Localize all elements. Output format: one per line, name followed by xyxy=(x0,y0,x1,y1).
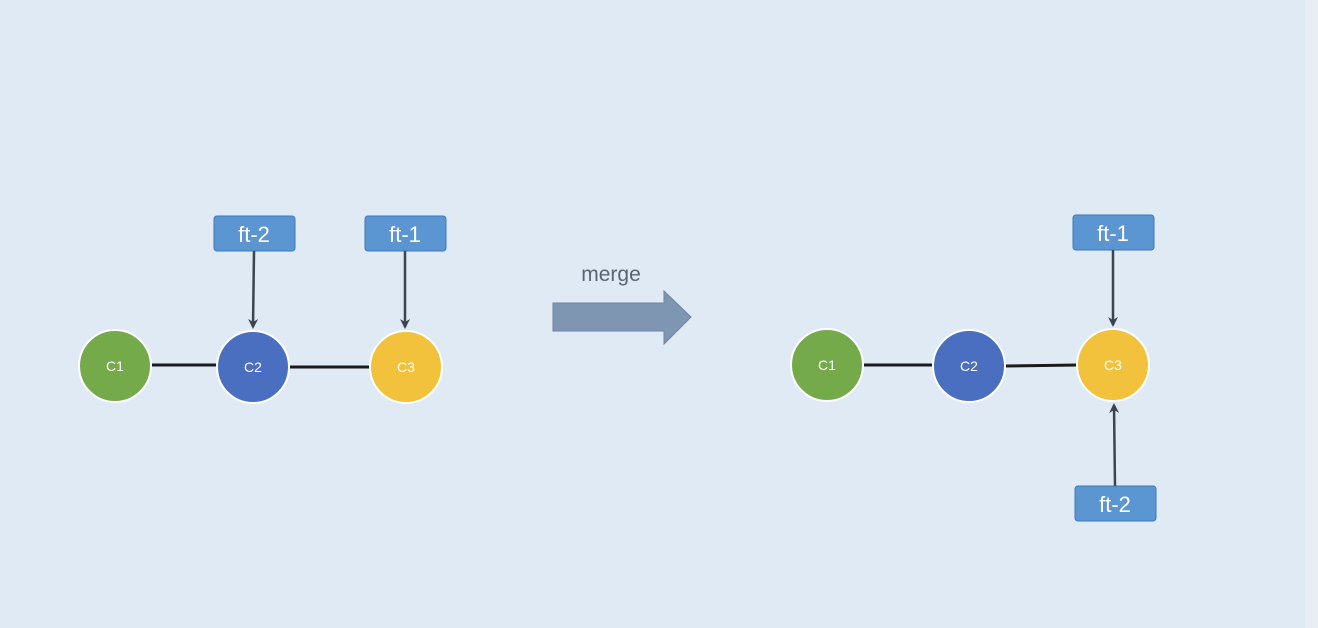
after-branch-ft-1: ft-1 xyxy=(1072,214,1155,251)
before-commit-c1-label: C1 xyxy=(106,358,124,374)
after-commit-c2: C2 xyxy=(932,329,1006,403)
after-branch-ft-2: ft-2 xyxy=(1074,485,1157,522)
after-commit-c1: C1 xyxy=(790,328,864,402)
after-pointer-ft-2 xyxy=(1109,403,1120,487)
window-edge xyxy=(1305,0,1318,628)
merge-arrow-icon xyxy=(552,289,692,346)
merge-operation: merge xyxy=(552,263,692,346)
before-branch-ft-1-label: ft-1 xyxy=(389,222,421,247)
before-branch-ft-2: ft-2 xyxy=(213,215,296,252)
before-commit-c1: C1 xyxy=(78,329,152,403)
before-commit-c2-label: C2 xyxy=(244,359,262,375)
after-edge-c2-c3 xyxy=(1003,363,1079,368)
before-graph: C1 C2 C3 ft-2 ft-1 xyxy=(78,215,447,404)
before-commit-c2: C2 xyxy=(216,330,290,404)
after-graph: C1 C2 C3 ft-1 ft-2 xyxy=(790,214,1157,522)
after-branch-ft-1-label: ft-1 xyxy=(1097,221,1129,246)
before-commit-c3: C3 xyxy=(369,330,443,404)
before-pointer-ft-2 xyxy=(248,250,259,329)
before-branch-ft-1: ft-1 xyxy=(364,215,447,252)
before-commit-c3-label: C3 xyxy=(397,359,415,375)
before-branch-ft-2-label: ft-2 xyxy=(238,222,270,247)
after-commit-c1-label: C1 xyxy=(818,357,836,373)
merge-label: merge xyxy=(581,263,641,286)
after-commit-c2-label: C2 xyxy=(960,358,978,374)
after-commit-c3-label: C3 xyxy=(1104,357,1122,373)
after-commit-c3: C3 xyxy=(1076,328,1150,402)
after-branch-ft-2-label: ft-2 xyxy=(1099,492,1131,517)
